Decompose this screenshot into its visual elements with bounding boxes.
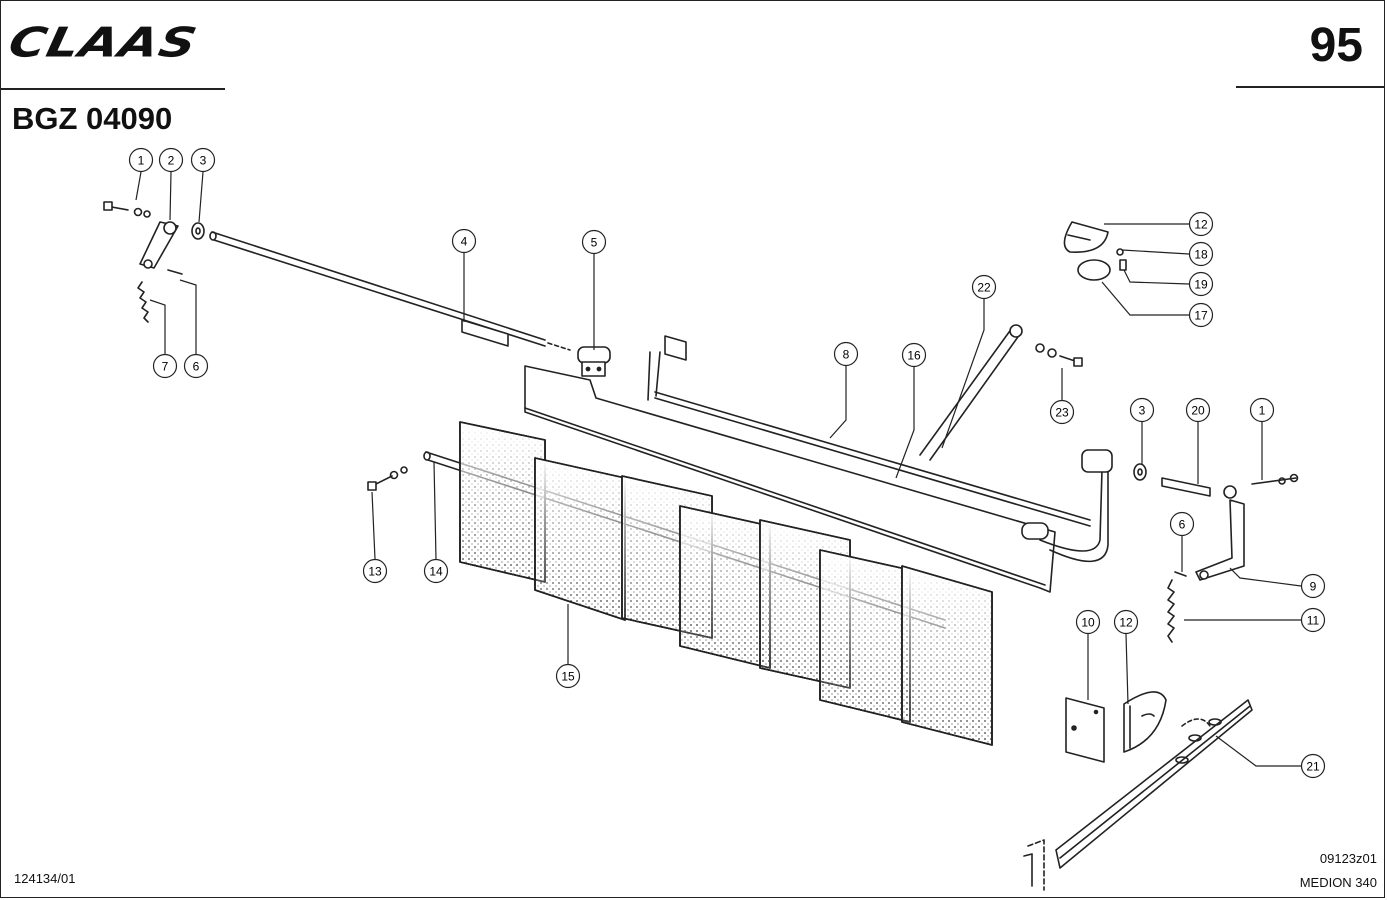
header-rule-left [0,88,225,90]
callout-16: 16 [901,342,927,368]
footer-drawing-code: 09123z01 [1319,851,1377,866]
callout-15: 15 [555,663,581,689]
svg-text:21: 21 [1306,760,1320,774]
left-crank-assembly [103,201,205,323]
callout-8: 8 [833,341,859,367]
callout-21: 21 [1300,753,1326,779]
svg-text:3: 3 [200,154,207,168]
document-code: BGZ 04090 [12,101,173,136]
svg-text:20: 20 [1191,404,1205,418]
svg-text:1: 1 [138,154,145,168]
svg-text:3: 3 [1139,404,1146,418]
header-rule-right [1236,86,1385,88]
callout-17: 17 [1188,302,1214,328]
callout-4: 4 [451,228,477,254]
callout-6-left: 6 [183,353,209,379]
svg-text:12: 12 [1194,218,1208,232]
lower-rail [1023,699,1253,891]
callout-1-right: 1 [1249,397,1275,423]
upper-bracket-assembly [1063,221,1127,281]
callout-19: 19 [1188,271,1214,297]
callout-6-right: 6 [1169,511,1195,537]
svg-text:16: 16 [907,349,921,363]
frame-rail [524,335,1113,593]
callout-10: 10 [1075,609,1101,635]
callout-22: 22 [971,274,997,300]
page-number: 95 [1309,19,1363,72]
callout-3-right: 3 [1129,397,1155,423]
callout-12-bottom: 12 [1113,609,1139,635]
long-rod [209,231,571,351]
svg-text:4: 4 [461,235,468,249]
svg-text:8: 8 [843,348,850,362]
svg-text:1: 1 [1259,404,1266,418]
right-crank-assembly [1133,463,1299,643]
rubber-flaps [459,421,993,746]
svg-text:6: 6 [1179,518,1186,532]
svg-text:12: 12 [1119,616,1133,630]
callouts: 1 2 3 4 5 6 7 6 12 18 19 17 22 8 16 23 3… [128,147,1326,779]
callout-3-left: 3 [190,147,216,173]
callout-5: 5 [581,229,607,255]
callout-23: 23 [1049,399,1075,425]
svg-text:2: 2 [168,154,175,168]
callout-20: 20 [1185,397,1211,423]
rod-bracket [577,346,611,377]
callout-18: 18 [1188,241,1214,267]
callout-2: 2 [158,147,184,173]
callout-11: 11 [1300,607,1326,633]
svg-text:13: 13 [368,565,382,579]
footer-left-code: 124134/01 [14,871,76,886]
strut [919,324,1083,461]
callout-7: 7 [152,353,178,379]
svg-text:9: 9 [1310,580,1317,594]
svg-text:22: 22 [977,281,991,295]
svg-text:5: 5 [591,236,598,250]
svg-text:17: 17 [1194,309,1208,323]
leader-lines [135,171,1302,767]
svg-text:15: 15 [561,670,575,684]
svg-text:14: 14 [429,565,443,579]
svg-text:11: 11 [1307,614,1320,628]
callout-13: 13 [362,558,388,584]
callout-14: 14 [423,558,449,584]
svg-text:6: 6 [193,360,200,374]
svg-text:18: 18 [1194,248,1208,262]
svg-text:7: 7 [162,360,169,374]
svg-text:23: 23 [1055,406,1069,420]
callout-1-left: 1 [128,147,154,173]
svg-text:19: 19 [1194,278,1208,292]
callout-12-top: 12 [1188,211,1214,237]
svg-text:10: 10 [1081,616,1095,630]
footer-model: MEDION 340 [1299,875,1377,890]
lower-plates [1065,691,1167,763]
callout-9: 9 [1300,573,1326,599]
